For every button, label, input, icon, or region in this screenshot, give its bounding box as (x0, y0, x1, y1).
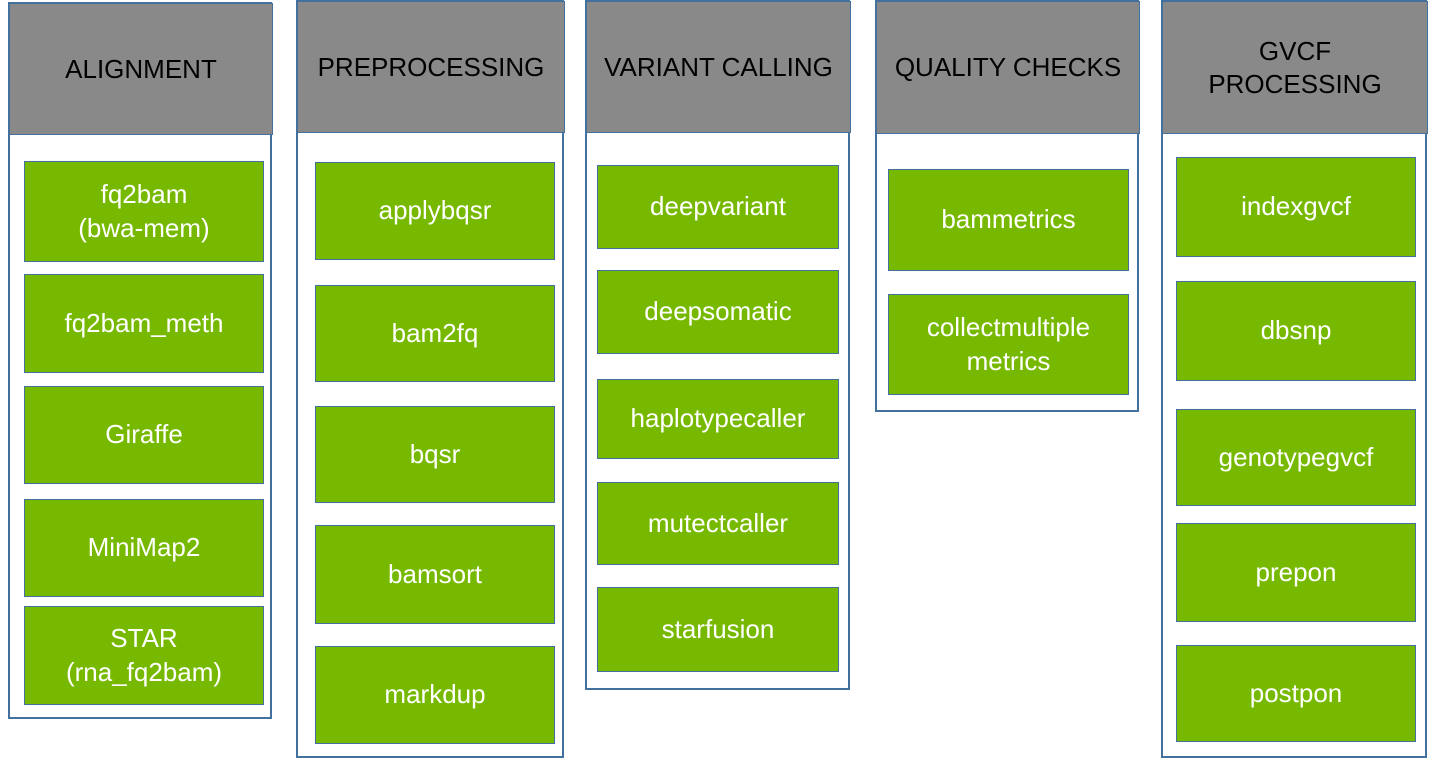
tool-label: bamsort (388, 558, 482, 589)
column-title: VARIANT CALLING (604, 51, 833, 82)
tool-label: STAR (rna_fq2bam) (65, 623, 223, 687)
tool-label: bammetrics (941, 204, 1076, 235)
tool-bam2fq: bam2fq (315, 285, 555, 382)
tool-label: deepvariant (650, 191, 786, 222)
tool-label: haplotypecaller (630, 403, 806, 434)
tool-label: postpon (1249, 677, 1343, 708)
tool-genotypegvcf: genotypegvcf (1176, 409, 1416, 506)
tool-label: Giraffe (105, 419, 183, 450)
tool-label: MiniMap2 (87, 532, 201, 563)
column-title: QUALITY CHECKS (894, 52, 1122, 83)
tool-applybqsr: applybqsr (315, 162, 555, 260)
tool-starfusion: starfusion (597, 587, 839, 672)
tool-bammetrics: bammetrics (888, 169, 1129, 271)
tool-fq2bam-meth: fq2bam_meth (24, 274, 264, 373)
tool-haplotypecaller: haplotypecaller (597, 379, 839, 459)
tool-label: collectmultiple metrics (926, 312, 1091, 376)
tool-label: genotypegvcf (1218, 441, 1374, 472)
tool-deepvariant: deepvariant (597, 165, 839, 249)
column-title: PREPROCESSING (317, 51, 545, 82)
tool-label: starfusion (661, 613, 775, 644)
column-title: GVCF PROCESSING (1208, 36, 1382, 99)
column-header-alignment: ALIGNMENT (9, 3, 273, 135)
tool-label: bam2fq (391, 317, 479, 348)
column-quality-checks: QUALITY CHECKS bammetrics collectmultipl… (875, 0, 1140, 412)
tool-label: mutectcaller (647, 507, 789, 538)
tool-deepsomatic: deepsomatic (597, 270, 839, 354)
tool-mutectcaller: mutectcaller (597, 482, 839, 565)
column-gvcf-processing: GVCF PROCESSING indexgvcf dbsnp genotype… (1161, 0, 1428, 758)
tool-star: STAR (rna_fq2bam) (24, 606, 264, 705)
tool-markdup: markdup (315, 646, 555, 744)
tool-bamsort: bamsort (315, 525, 555, 624)
tool-bqsr: bqsr (315, 406, 555, 503)
column-preprocessing: PREPROCESSING applybqsr bam2fq bqsr bams… (296, 0, 565, 758)
column-variant-calling: VARIANT CALLING deepvariant deepsomatic … (585, 0, 851, 690)
column-header-gvcf-processing: GVCF PROCESSING (1162, 1, 1428, 134)
tool-label: deepsomatic (644, 296, 792, 327)
tool-minimap2: MiniMap2 (24, 499, 264, 597)
tool-label: prepon (1255, 556, 1337, 587)
tool-fq2bam: fq2bam (bwa-mem) (24, 161, 264, 262)
tool-dbsnp: dbsnp (1176, 281, 1416, 381)
tool-postpon: postpon (1176, 645, 1416, 742)
column-header-quality-checks: QUALITY CHECKS (876, 1, 1140, 134)
tool-label: fq2bam (bwa-mem) (78, 179, 210, 243)
tool-label: fq2bam_meth (64, 307, 224, 338)
column-title: ALIGNMENT (65, 53, 217, 84)
tool-label: indexgvcf (1241, 191, 1351, 222)
tool-prepon: prepon (1176, 523, 1416, 622)
column-header-variant-calling: VARIANT CALLING (586, 1, 851, 133)
tool-collectmultiplemetrics: collectmultiple metrics (888, 294, 1129, 395)
column-header-preprocessing: PREPROCESSING (297, 1, 565, 133)
tool-label: markdup (384, 679, 486, 710)
tool-label: bqsr (409, 438, 461, 469)
tool-label: dbsnp (1260, 315, 1332, 346)
tool-giraffe: Giraffe (24, 386, 264, 484)
tool-label: applybqsr (378, 195, 492, 226)
column-alignment: ALIGNMENT fq2bam (bwa-mem) fq2bam_meth G… (8, 2, 273, 719)
tool-indexgvcf: indexgvcf (1176, 157, 1416, 257)
